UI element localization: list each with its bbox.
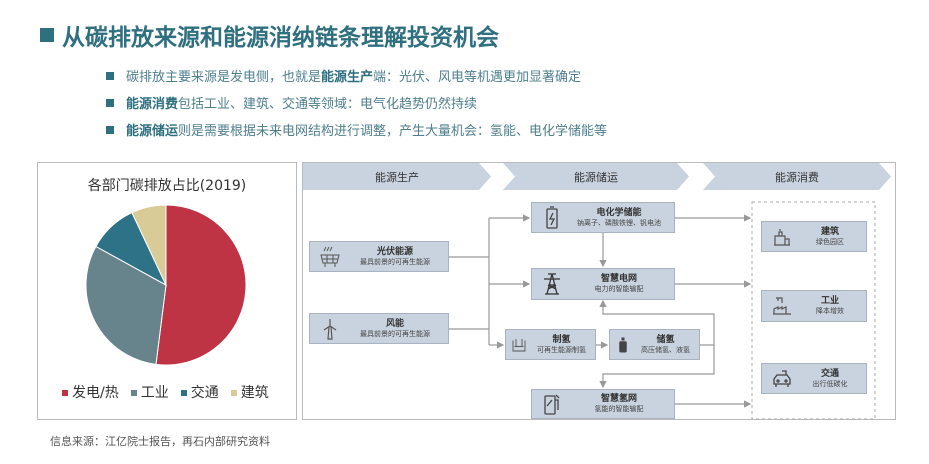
legend-swatch: [130, 390, 137, 396]
fuel-pump-icon: [544, 394, 560, 415]
node-subtitle: 降本增效: [816, 307, 844, 316]
node-smart-grid: 智慧电网电力的智能输配: [531, 268, 675, 300]
title-marker: [40, 28, 54, 42]
bullet-text: 端：光伏、风电等机遇更加显著确定: [373, 70, 582, 85]
node-title: 储氢: [656, 334, 675, 345]
node-hydrogen-storage: 储氢高压储氢、液氢: [609, 329, 700, 360]
node-pv: 光伏能源最具前景的可再生能源: [309, 241, 449, 272]
node-battery: 电化学储能钠离子、磷酸铁锂、钒电池: [531, 202, 675, 233]
stage-label: 能源消费: [775, 170, 819, 184]
battery-icon: [546, 205, 558, 229]
node-subtitle: 出行低碳化: [812, 379, 848, 388]
node-subtitle: 绿色园区: [816, 237, 844, 246]
legend-label: 发电/热: [72, 385, 119, 401]
bullet-text: 碳排放主要来源是发电侧，也就是: [126, 70, 322, 85]
solar-panel-icon: [320, 246, 340, 267]
pie-slice-1: [85, 245, 167, 365]
legend-swatch: [62, 390, 68, 396]
legend-swatch: [180, 390, 187, 396]
legend-item: 发电/热: [62, 382, 119, 402]
stage-label: 能源生产: [375, 170, 419, 184]
wind-turbine-icon: [323, 318, 337, 340]
pie-slice-0: [155, 204, 247, 366]
node-subtitle: 钠离子、磷酸铁锂、钒电池: [577, 218, 661, 227]
factory-icon: [773, 297, 791, 315]
bullet-marker: [106, 125, 114, 134]
node-subtitle: 氢能的智能输配: [594, 405, 644, 414]
node-hydrogen-grid: 智慧氢网氢能的智能输配: [531, 389, 675, 419]
bullet-text: 包括工业、建筑、交通等领域：电气化趋势仍然持续: [178, 97, 478, 112]
bullet-bold: 能源消费: [126, 97, 179, 112]
node-title: 建筑: [820, 226, 839, 237]
legend-label: 建筑: [240, 385, 269, 401]
stage-storage: 能源储运: [503, 163, 689, 190]
node-wind: 风能最具前景的可再生能源: [309, 313, 449, 344]
building-icon: [774, 228, 790, 246]
node-title: 电化学储能: [596, 207, 642, 218]
node-title: 制氢: [552, 334, 571, 345]
legend-item: 建筑: [230, 382, 269, 402]
electric-car-icon: [773, 369, 791, 387]
gas-cylinder-icon: [619, 337, 627, 352]
bullet-bold: 能源储运: [126, 124, 179, 139]
energy-chain-diagram: 能源生产 能源储运 能源消费 光伏能源最具前景的可再生能源 风能最具前景的可再生…: [302, 162, 896, 420]
connector-lines: [449, 201, 876, 420]
node-subtitle: 最具前景的可再生能源: [360, 329, 430, 338]
legend-label: 交通: [190, 385, 219, 401]
bullet-3: 能源储运则是需要根据未来电网结构进行调整，产生大量机会：氢能、电化学储能等: [106, 120, 607, 139]
node-title: 工业: [820, 296, 839, 306]
node-title: 光伏能源: [376, 246, 413, 257]
bullet-marker: [106, 71, 114, 80]
power-tower-icon: [544, 273, 560, 295]
bullet-text: 则是需要根据未来电网结构进行调整，产生大量机会：氢能、电化学储能等: [178, 124, 608, 139]
legend-swatch: [230, 390, 237, 396]
node-title: 智慧氢网: [600, 394, 637, 404]
legend-item: 交通: [180, 382, 219, 402]
bullet-1: 碳排放主要来源是发电侧，也就是能源生产端：光伏、风电等机遇更加显著确定: [106, 66, 581, 85]
stage-consumption: 能源消费: [703, 163, 891, 190]
source-note: 信息来源：江亿院士报告，再石内部研究资料: [50, 435, 270, 448]
node-industry: 工业降本增效: [761, 290, 867, 322]
stage-label: 能源储运: [574, 170, 618, 184]
stage-production: 能源生产: [303, 163, 491, 190]
electrolysis-icon: [512, 338, 526, 351]
legend-label: 工业: [140, 385, 169, 401]
node-subtitle: 可再生能源制氢: [537, 345, 586, 354]
bullet-marker: [106, 98, 114, 107]
chart-legend: 发电/热 工业 交通 建筑: [62, 382, 269, 402]
node-subtitle: 最具前景的可再生能源: [360, 257, 430, 266]
consumption-group-border: [751, 201, 876, 420]
title-text: 从碳排放来源和能源消纳链条理解投资机会: [62, 25, 499, 51]
node-subtitle: 电力的智能输配: [594, 285, 644, 294]
page-title: 从碳排放来源和能源消纳链条理解投资机会: [40, 18, 499, 52]
pie-slice-3: [131, 204, 167, 286]
node-transport: 交通出行低碳化: [761, 363, 867, 394]
node-title: 交通: [820, 368, 839, 379]
bullet-bold: 能源生产: [321, 70, 374, 85]
node-hydrogen-production: 制氢可再生能源制氢: [505, 329, 596, 360]
chart-title: 各部门碳排放占比(2019): [87, 178, 247, 194]
bullet-2: 能源消费包括工业、建筑、交通等领域：电气化趋势仍然持续: [106, 93, 477, 112]
node-title: 风能: [385, 318, 404, 329]
node-subtitle: 高压储氢、液氢: [641, 345, 690, 354]
legend-item: 工业: [130, 382, 169, 402]
node-building: 建筑绿色园区: [761, 221, 867, 252]
node-title: 智慧电网: [600, 274, 637, 284]
pie-chart: [85, 204, 247, 366]
pie-chart-panel: 各部门碳排放占比(2019) 发电/热 工业 交通 建筑: [37, 162, 297, 420]
